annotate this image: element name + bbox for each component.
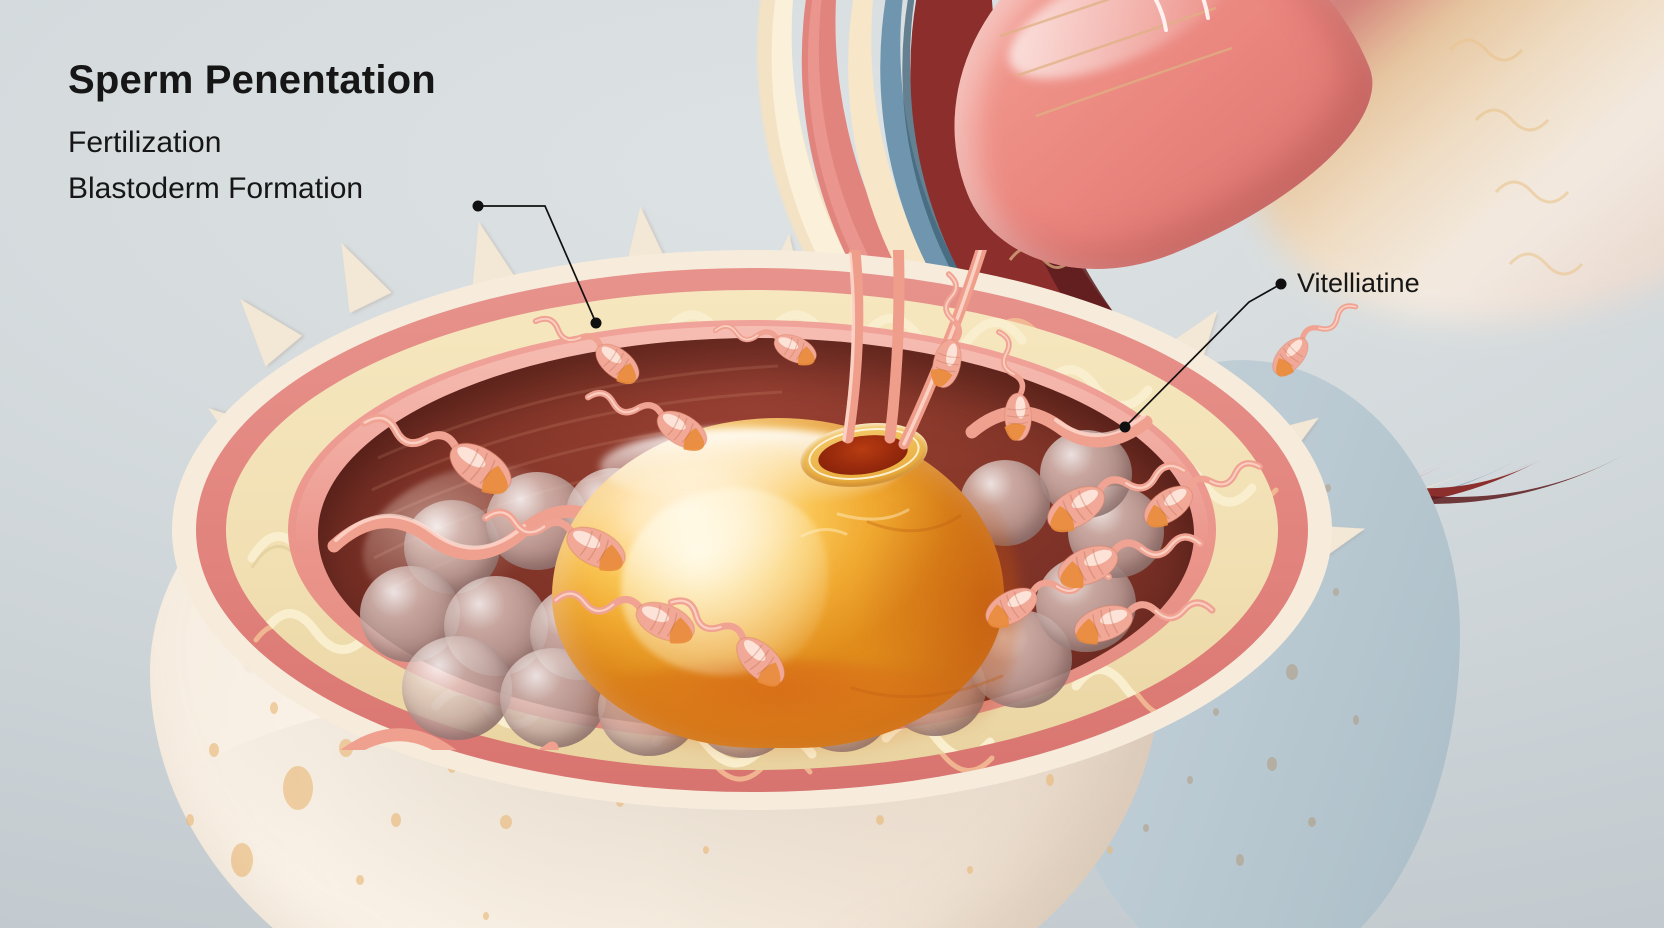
subtitle-blastoderm-formation: Blastoderm Formation bbox=[68, 172, 364, 205]
sperm-cell bbox=[910, 271, 972, 410]
sperm-cell bbox=[472, 494, 658, 602]
sperm-cell bbox=[707, 313, 840, 387]
callout-label-vitelliatine: Vitelliatine bbox=[1297, 268, 1420, 298]
sperm-cell bbox=[545, 576, 724, 671]
sperm-cell bbox=[344, 397, 549, 532]
sperm-cell bbox=[1027, 519, 1210, 616]
penetrating-sperm-tails bbox=[842, 250, 987, 450]
sperm-cell bbox=[1047, 587, 1219, 669]
chalaza-strands bbox=[327, 405, 1153, 750]
sperm-cell bbox=[1013, 447, 1201, 566]
fold-striations bbox=[999, 0, 1233, 118]
sperm-cell bbox=[573, 376, 737, 479]
sperm-cell bbox=[962, 324, 1052, 467]
yolk-surface-ripples bbox=[800, 508, 1004, 699]
subtitle-fertilization: Fertilization bbox=[68, 126, 222, 159]
page-title: Sperm Penentation bbox=[68, 58, 436, 102]
sperm-cell bbox=[645, 581, 821, 722]
sperm-cell bbox=[1113, 446, 1278, 558]
